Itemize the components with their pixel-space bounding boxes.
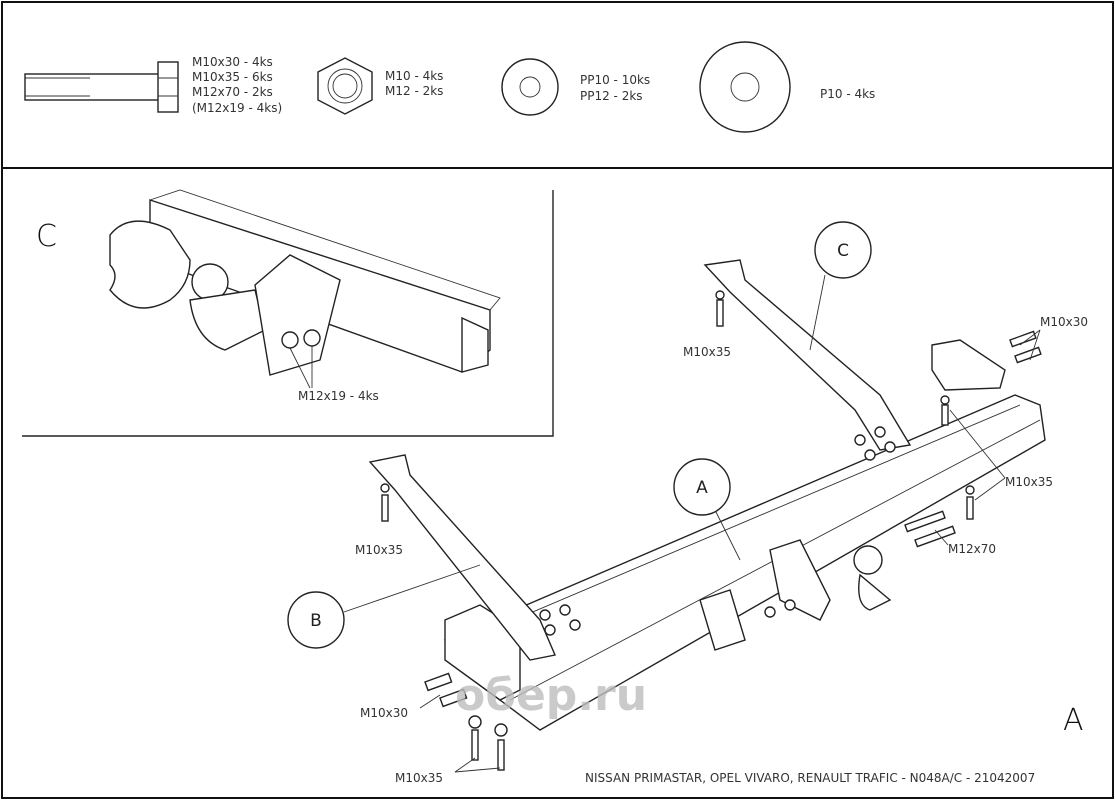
fasteners — [380, 290, 1042, 771]
parts-large-washer-label: P10 - 4ks — [820, 87, 875, 101]
parts-nut-label: M12 - 2ks — [385, 84, 443, 98]
label-m10x35: M10x35 — [683, 345, 731, 359]
bracket-b — [368, 454, 556, 661]
label-m10x35: M10x35 — [1005, 475, 1053, 489]
nut-icon — [317, 57, 373, 115]
large-washer-icon — [699, 41, 791, 133]
view-letter: A — [1063, 703, 1084, 738]
bracket-c — [703, 259, 912, 451]
callout-a-letter: A — [696, 478, 708, 498]
callout-c-letter: C — [837, 241, 849, 261]
leader-lines — [343, 274, 1041, 773]
parts-bolt-label: M12x70 - 2ks — [192, 85, 273, 99]
label-m10x35: M10x35 — [355, 543, 403, 557]
parts-nut-label: M10 - 4ks — [385, 69, 443, 83]
parts-bolt-label: (M12x19 - 4ks) — [192, 101, 282, 115]
label-m10x30: M10x30 — [360, 706, 408, 720]
detail-c-letter: C — [36, 219, 57, 254]
watermark: обер.ru — [455, 670, 647, 721]
label-m10x30: M10x30 — [1040, 315, 1088, 329]
callout-c — [814, 221, 872, 279]
small-washer-icon — [501, 58, 559, 116]
label-m12x70: M12x70 — [948, 542, 996, 556]
parts-washer-label: PP10 - 10ks — [580, 73, 650, 87]
detail-c-inset — [22, 189, 554, 437]
bolt-icon — [24, 61, 179, 113]
parts-washer-label: PP12 - 2ks — [580, 89, 643, 103]
callout-a — [673, 458, 731, 516]
label-m10x35: M10x35 — [395, 771, 443, 785]
callout-b-letter: B — [310, 611, 322, 631]
parts-bolt-label: M10x30 - 4ks — [192, 55, 273, 69]
drawing-footer: NISSAN PRIMASTAR, OPEL VIVARO, RENAULT T… — [585, 771, 1035, 785]
callout-b — [287, 591, 345, 649]
main-crossbar — [443, 394, 1046, 731]
tow-ball — [699, 539, 892, 651]
detail-c-bolt-label: M12x19 - 4ks — [298, 389, 379, 403]
right-mount-plate — [931, 339, 1006, 391]
parts-bolt-label: M10x35 - 6ks — [192, 70, 273, 84]
